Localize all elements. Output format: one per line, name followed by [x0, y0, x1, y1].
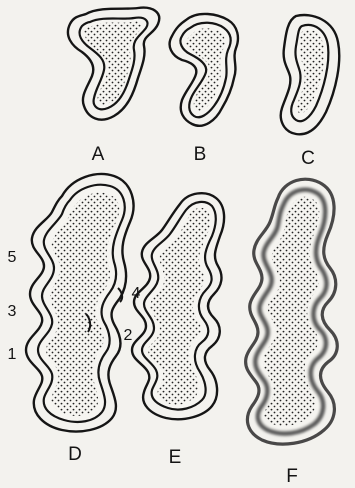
label-4: 4 [132, 285, 141, 302]
shape-c [281, 15, 339, 134]
shape-d [26, 174, 133, 431]
label-b: B [194, 144, 207, 165]
label-1: 1 [8, 346, 17, 363]
label-c: C [301, 148, 315, 169]
label-a: A [92, 144, 105, 165]
label-e: E [169, 447, 182, 468]
shape-e [132, 193, 224, 419]
shape-a [68, 8, 159, 120]
label-5: 5 [8, 249, 17, 266]
label-d: D [68, 444, 82, 465]
shape-f [246, 179, 338, 444]
label-3: 3 [8, 303, 17, 320]
label-2: 2 [124, 327, 133, 344]
shape-b [170, 14, 238, 126]
label-f: F [286, 466, 298, 487]
